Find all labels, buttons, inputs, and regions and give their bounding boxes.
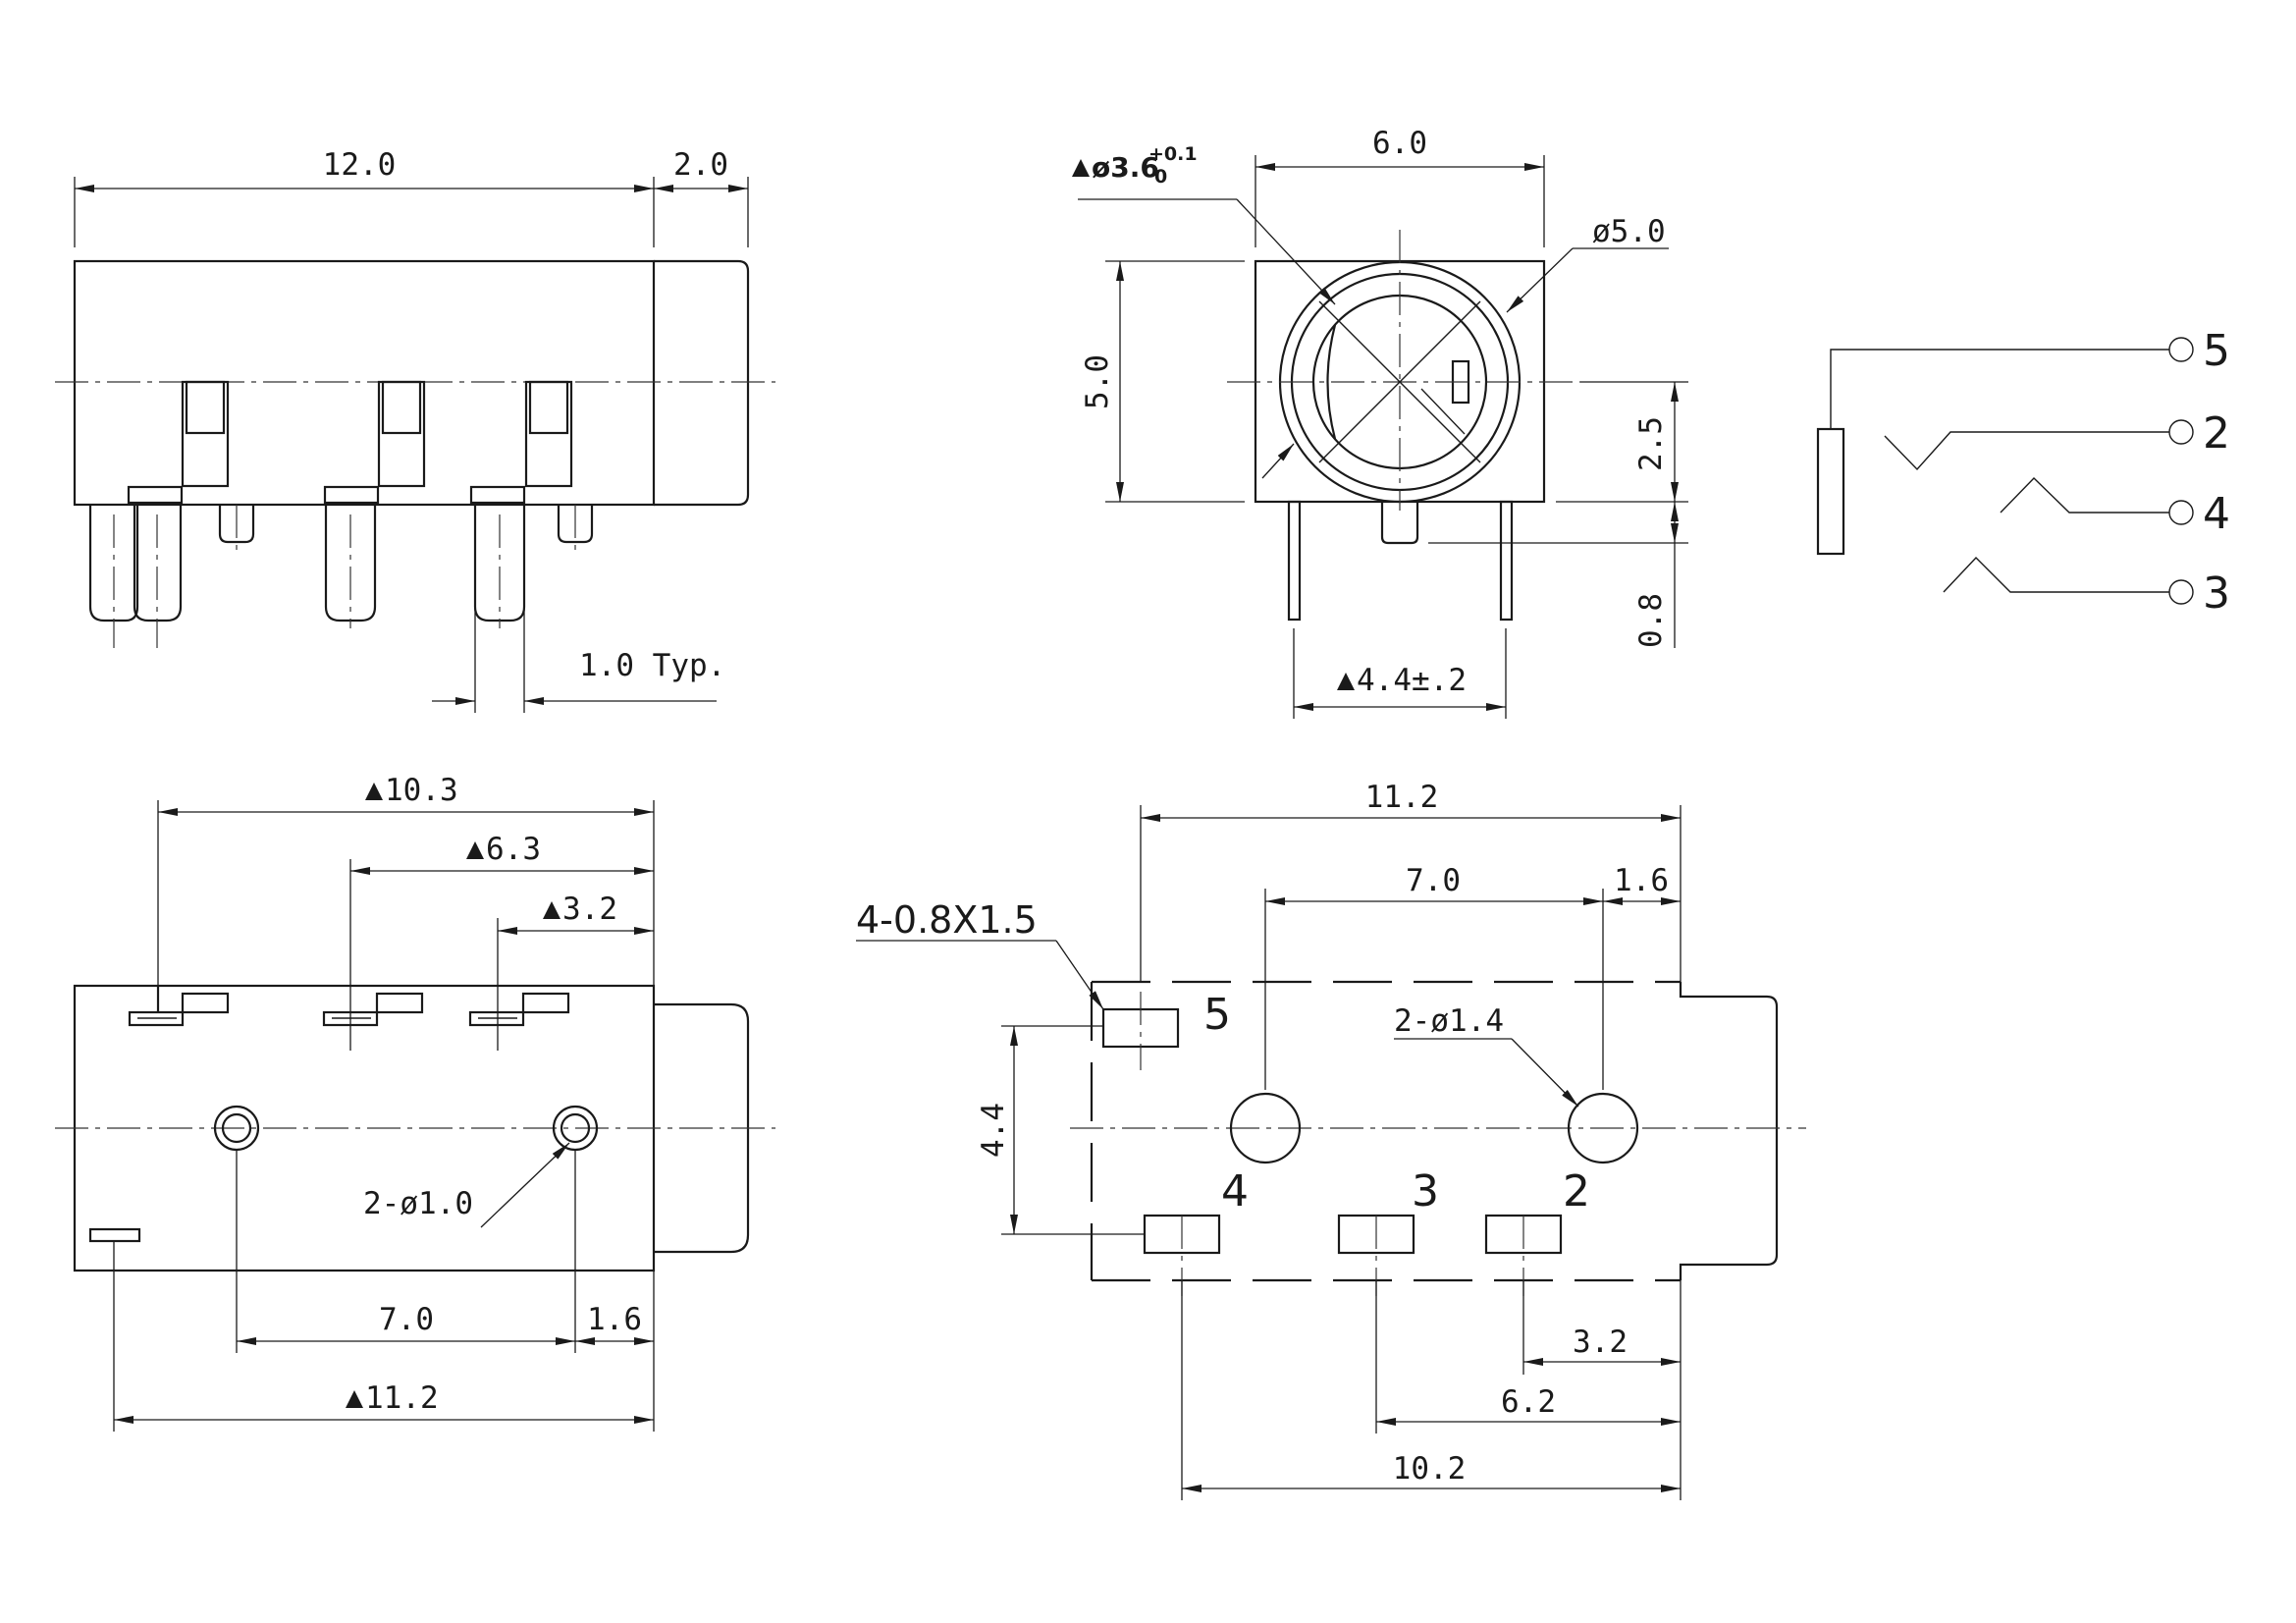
critical-dim-icon xyxy=(466,841,484,859)
schematic-pin-3: 3 xyxy=(2203,568,2230,619)
pcb-pad-label-5: 5 xyxy=(1203,990,1231,1040)
bottom-overall-label: 11.2 xyxy=(365,1380,439,1416)
side-pin-width-label: 1.0 Typ. xyxy=(579,648,725,683)
pcb-pad-label-3: 3 xyxy=(1412,1166,1439,1217)
pcb-hole-spacing-label: 7.0 xyxy=(1406,863,1461,898)
schematic-pin-2: 2 xyxy=(2203,408,2230,459)
schematic-pin-5: 5 xyxy=(2203,326,2230,376)
front-hole-tol-upper: +0.1 xyxy=(1148,143,1198,165)
front-peg-label: 0.8 xyxy=(1633,593,1669,648)
side-length-label: 12.0 xyxy=(323,147,397,183)
front-center-height-label: 2.5 xyxy=(1633,416,1669,471)
pcb-pad-label-4: 4 xyxy=(1221,1166,1249,1217)
pcb-vertical-label: 4.4 xyxy=(976,1103,1011,1158)
critical-dim-icon xyxy=(543,901,561,919)
pcb-overall-label: 11.2 xyxy=(1365,780,1439,815)
pcb-pad-label-2: 2 xyxy=(1563,1166,1590,1217)
critical-dim-icon xyxy=(1072,159,1090,177)
bottom-pin2-label: 6.3 xyxy=(486,832,541,867)
bottom-post-spacing-label: 7.0 xyxy=(379,1302,434,1337)
critical-dim-icon xyxy=(365,783,383,800)
schematic-pin-4: 4 xyxy=(2203,489,2230,539)
bottom-post-note: 2-ø1.0 xyxy=(363,1186,473,1221)
pcb-pad4-label: 10.2 xyxy=(1393,1451,1467,1487)
bottom-pin1-label: 10.3 xyxy=(385,773,458,808)
pcb-pad3-label: 6.2 xyxy=(1501,1384,1556,1420)
front-hole-label: ø3.6 xyxy=(1092,151,1159,184)
front-width-label: 6.0 xyxy=(1372,126,1427,161)
front-pin-pitch-label: 4.4±.2 xyxy=(1357,663,1467,698)
schematic-symbol: 5 2 4 3 xyxy=(1816,326,2230,619)
pcb-pad2-label: 3.2 xyxy=(1573,1325,1628,1360)
critical-dim-icon xyxy=(346,1390,363,1408)
bottom-post-offset-label: 1.6 xyxy=(587,1302,642,1337)
side-nose-label: 2.0 xyxy=(673,147,728,183)
bottom-pin3-label: 3.2 xyxy=(562,892,617,927)
critical-dim-icon xyxy=(1337,673,1355,690)
front-hole-tol-lower: 0 xyxy=(1154,166,1167,188)
front-outer-dia-label: ø5.0 xyxy=(1592,214,1666,249)
front-view: 6.0 ø3.6 +0.1 0 ø5.0 5.0 2.5 0.8 4.4±.2 xyxy=(1072,126,1688,719)
front-height-label: 5.0 xyxy=(1080,354,1115,409)
pcb-hole-note: 2-ø1.4 xyxy=(1394,1003,1504,1039)
pcb-pad-note: 4-0.8X1.5 xyxy=(856,898,1038,942)
pcb-hole-offset-label: 1.6 xyxy=(1614,863,1669,898)
side-view: 12.0 2.0 1.0 Typ. xyxy=(55,147,775,713)
pcb-layout: 11.2 7.0 1.6 4-0.8X1.5 2-ø1.4 4.4 3.2 6.… xyxy=(856,780,1806,1500)
bottom-view: 10.3 6.3 3.2 2-ø1.0 7.0 1.6 11.2 xyxy=(55,773,775,1432)
